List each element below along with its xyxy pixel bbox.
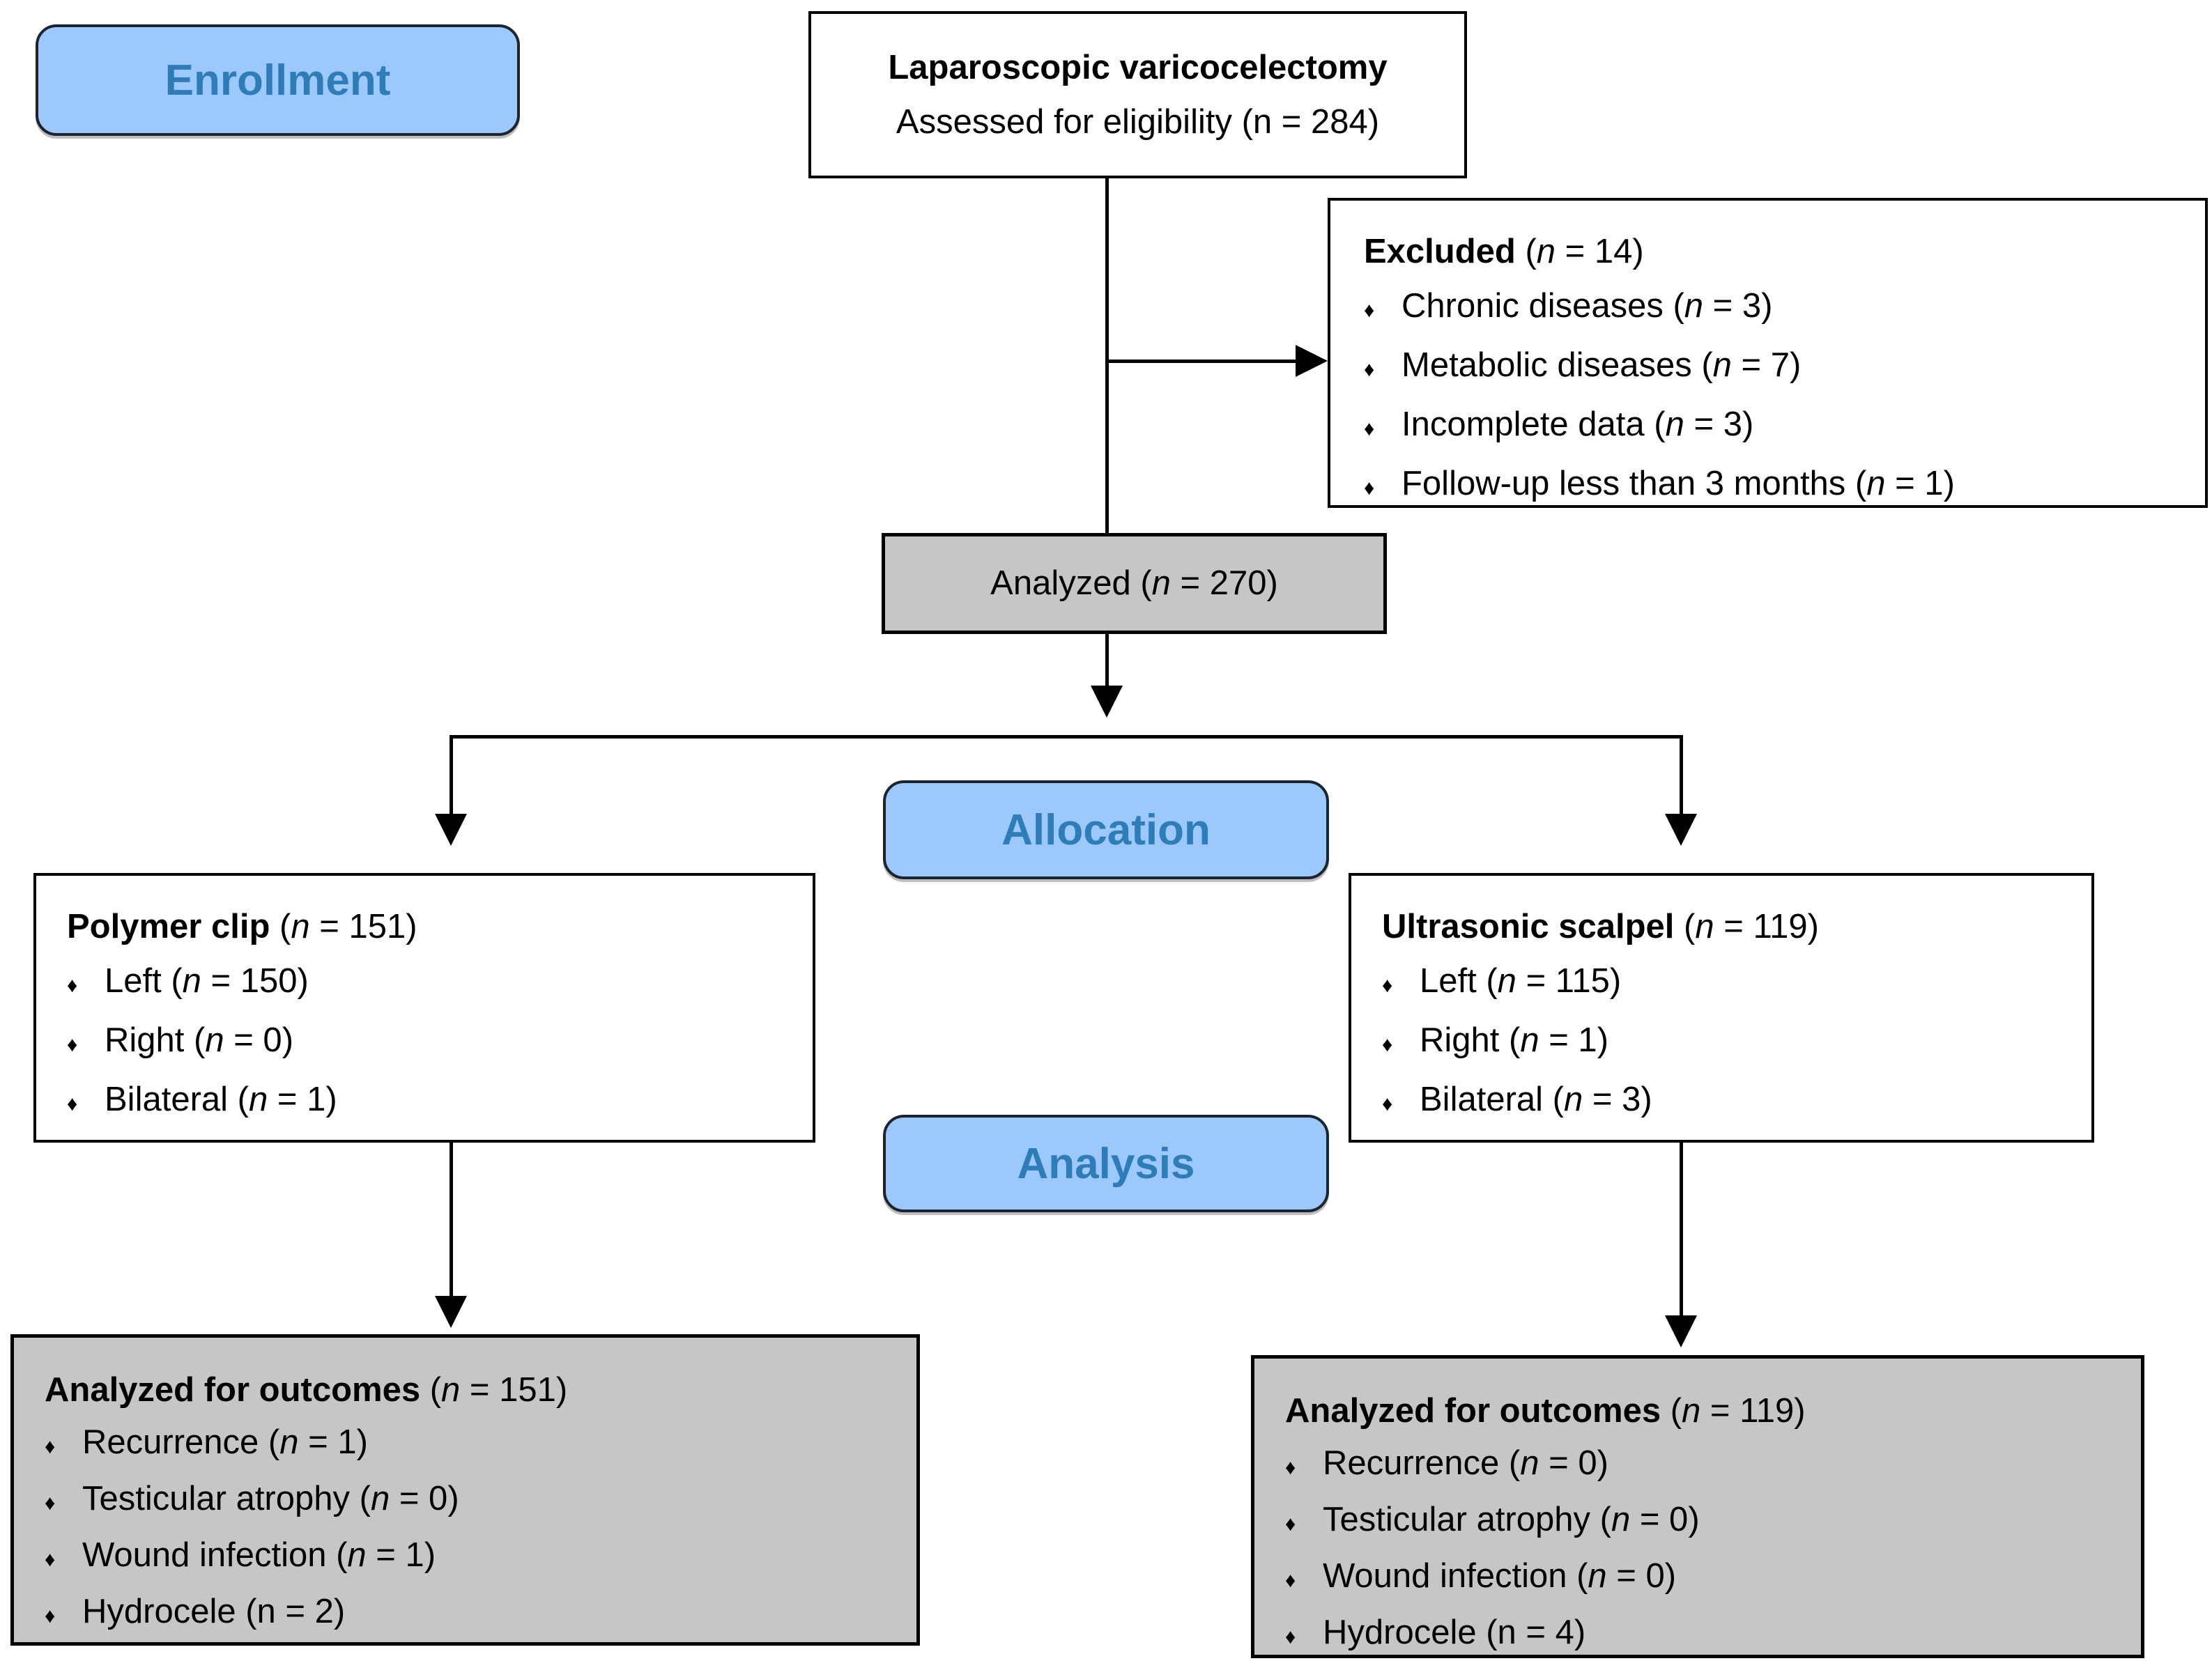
eligibility-title: Laparoscopic varicocelectomy [888,49,1388,86]
diamond-bullet-icon: ♦ [45,1548,56,1571]
list-item: ♦ Testicular atrophy (n = 0) [1285,1494,2127,1550]
diamond-bullet-icon: ♦ [1285,1569,1296,1592]
excluded-item: Metabolic diseases (n = 7) [1401,346,1802,384]
eligibility-box: Laparoscopic varicocelectomy Assessed fo… [808,11,1467,178]
excluded-title: Excluded (n = 14) [1364,233,1644,270]
list-item: ♦ Left (n = 150) [67,954,799,1013]
list-item: ♦ Follow-up less than 3 months (n = 1) [1364,456,2184,516]
connector-analyzed-branch [1105,634,1109,688]
polymer-item: Bilateral (n = 1) [105,1081,337,1118]
polymer-clip-box: Polymer clip (n = 151) ♦ Left (n = 150) ♦… [33,873,815,1143]
list-item: ♦ Recurrence (n = 0) [1285,1437,2127,1494]
diamond-bullet-icon: ♦ [1364,417,1375,440]
list-item: ♦ Right (n = 1) [1382,1013,2077,1072]
list-item: ♦ Hydrocele (n = 4) [1285,1607,2127,1663]
list-item: ♦ Bilateral (n = 1) [67,1072,799,1131]
diamond-bullet-icon: ♦ [1382,1092,1393,1115]
connector-ultrasonic-outcomes [1680,1143,1683,1318]
list-item: ♦ Wound infection (n = 0) [1285,1550,2127,1607]
ultrasonic-item: Left (n = 115) [1420,962,1622,1000]
analysis-label: Analysis [1017,1139,1195,1188]
polymer-item: Left (n = 150) [105,962,309,1000]
stage-label-allocation: Allocation [883,780,1329,879]
list-item: ♦ Left (n = 115) [1382,954,2077,1013]
outcomes-left-item: Recurrence (n = 1) [82,1423,368,1461]
arrowhead-down-icon [1665,814,1697,846]
allocation-label: Allocation [1001,805,1211,854]
connector-branch-right [1680,737,1683,815]
excluded-item: Chronic diseases (n = 3) [1401,287,1773,325]
list-item: ♦ Testicular atrophy (n = 0) [45,1473,903,1529]
diamond-bullet-icon: ♦ [1285,1513,1296,1536]
arrowhead-down-icon [1665,1315,1697,1347]
diamond-bullet-icon: ♦ [1364,358,1375,381]
diamond-bullet-icon: ♦ [67,1092,78,1115]
excluded-item: Incomplete data (n = 3) [1401,405,1754,443]
outcomes-right-item: Hydrocele (n = 4) [1323,1614,1586,1651]
outcomes-right-title: Analyzed for outcomes (n = 119) [1285,1392,1806,1430]
ultrasonic-item: Right (n = 1) [1420,1021,1609,1059]
analyzed-box: Analyzed (n = 270) [882,533,1387,634]
list-item: ♦ Chronic diseases (n = 3) [1364,279,2184,338]
list-item: ♦ Right (n = 0) [67,1013,799,1072]
ultrasonic-title: Ultrasonic scalpel (n = 119) [1382,908,1819,945]
diamond-bullet-icon: ♦ [1285,1625,1296,1648]
diamond-bullet-icon: ♦ [45,1605,56,1628]
ultrasonic-item: Bilateral (n = 3) [1420,1081,1652,1118]
polymer-title: Polymer clip (n = 151) [67,908,417,945]
excluded-item: Follow-up less than 3 months (n = 1) [1401,465,1955,502]
list-item: ♦ Bilateral (n = 3) [1382,1072,2077,1131]
outcomes-right-box: Analyzed for outcomes (n = 119) ♦ Recurre… [1251,1355,2144,1658]
analyzed-text: Analyzed (n = 270) [990,564,1278,602]
eligibility-subtitle: Assessed for eligibility (n = 284) [896,103,1380,141]
stage-label-enrollment: Enrollment [36,24,520,136]
diamond-bullet-icon: ♦ [1364,477,1375,500]
outcomes-right-item: Testicular atrophy (n = 0) [1323,1501,1700,1538]
outcomes-left-item: Wound infection (n = 1) [82,1536,436,1574]
outcomes-left-title: Analyzed for outcomes (n = 151) [45,1371,568,1409]
outcomes-left-item: Hydrocele (n = 2) [82,1593,346,1630]
outcomes-left-item: Testicular atrophy (n = 0) [82,1480,459,1517]
connector-to-excluded [1107,360,1296,363]
outcomes-right-item: Wound infection (n = 0) [1323,1557,1677,1595]
outcomes-right-item: Recurrence (n = 0) [1323,1444,1608,1482]
stage-label-analysis: Analysis [883,1115,1329,1212]
diamond-bullet-icon: ♦ [1382,1033,1393,1056]
list-item: ♦ Wound infection (n = 1) [45,1529,903,1586]
connector-branch-left [450,737,453,815]
connector-polymer-outcomes [450,1143,453,1299]
diamond-bullet-icon: ♦ [1364,299,1375,322]
branch-horizontal-line [450,735,1683,739]
list-item: ♦ Incomplete data (n = 3) [1364,397,2184,456]
diamond-bullet-icon: ♦ [67,1033,78,1056]
connector-eligibility-analyzed [1105,178,1109,533]
diamond-bullet-icon: ♦ [45,1492,56,1515]
arrowhead-down-icon [435,1296,467,1328]
outcomes-left-box: Analyzed for outcomes (n = 151) ♦ Recurre… [10,1334,920,1646]
diamond-bullet-icon: ♦ [1382,974,1393,997]
list-item: ♦ Hydrocele (n = 2) [45,1586,903,1642]
list-item: ♦ Metabolic diseases (n = 7) [1364,338,2184,397]
arrowhead-down-icon [1091,686,1123,718]
polymer-item: Right (n = 0) [105,1021,294,1059]
ultrasonic-scalpel-box: Ultrasonic scalpel (n = 119) ♦ Left (n = … [1349,873,2094,1143]
diamond-bullet-icon: ♦ [1285,1456,1296,1479]
diamond-bullet-icon: ♦ [67,974,78,997]
enrollment-label: Enrollment [164,56,391,105]
arrowhead-down-icon [435,814,467,846]
excluded-box: Excluded (n = 14) ♦ Chronic diseases (n =… [1328,198,2208,508]
arrowhead-right-icon [1296,345,1328,377]
list-item: ♦ Recurrence (n = 1) [45,1416,903,1473]
diamond-bullet-icon: ♦ [45,1435,56,1458]
